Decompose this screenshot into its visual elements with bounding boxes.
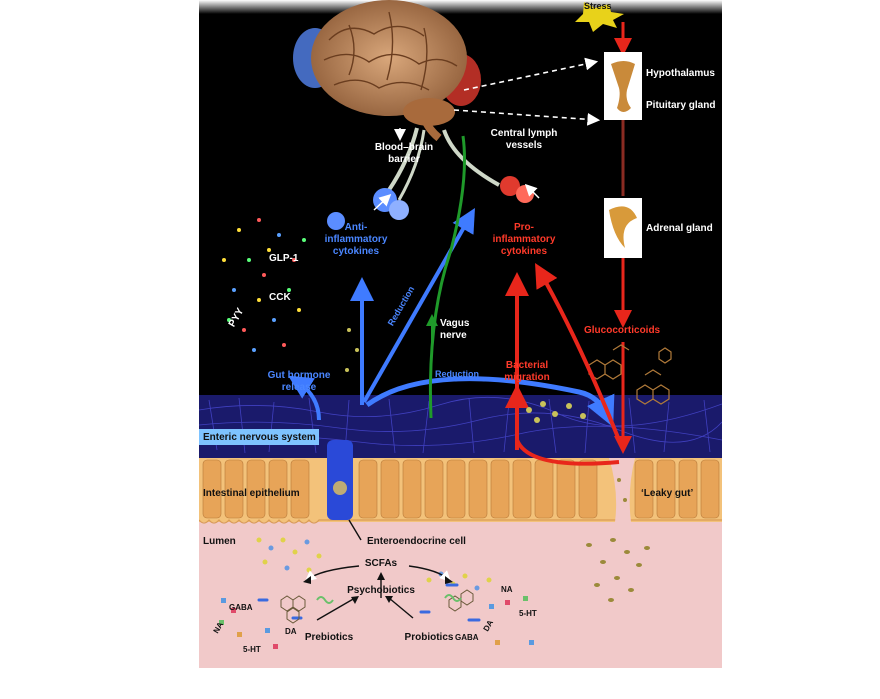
enteroendocrine-cell <box>327 440 353 520</box>
da-left-label: DA <box>285 627 297 636</box>
adrenal-gland-label: Adrenal gland <box>646 223 713 234</box>
vagus-nerve <box>428 135 466 419</box>
scfa-particles <box>256 537 492 591</box>
enteroendocrine-cell-label: Enteroendocrine cell <box>367 536 466 547</box>
probiotics-label: Probiotics <box>404 632 454 643</box>
gaba-left-label: GABA <box>229 603 253 612</box>
psychobiotics-label: Psychobiotics <box>347 585 415 596</box>
5ht-left-label: 5-HT <box>243 645 261 654</box>
bacterial-migration-label: Bacterial migration <box>504 360 550 383</box>
gut-hormone-release-label: Gut hormone release <box>267 370 331 393</box>
anti-inflammatory-cytokines-label: Anti- inflammatory cytokines <box>324 222 388 257</box>
stress-label: Stress <box>584 1 612 11</box>
stress-burst <box>575 2 624 32</box>
prebiotics-label: Prebiotics <box>304 632 354 643</box>
leaky-gut-label: ‘Leaky gut’ <box>641 488 694 499</box>
glucocorticoids-label: Glucocorticoids <box>584 325 661 336</box>
pituitary-gland-label: Pituitary gland <box>646 100 716 111</box>
hypothalamus-label: Hypothalamus <box>646 68 715 79</box>
5ht-right-label: 5-HT <box>519 609 537 618</box>
intestinal-epithelium-label: Intestinal epithelium <box>203 488 300 499</box>
na-right-label: NA <box>501 585 513 594</box>
diagram-artwork <box>199 0 722 668</box>
enteric-nervous-system-label: Enteric nervous system <box>203 432 316 443</box>
gut-brain-axis-diagram: Stress Hypothalamus Pituitary gland Adre… <box>199 0 722 668</box>
brain <box>293 0 481 142</box>
scfas-label: SCFAs <box>364 558 398 569</box>
blood-brain-barrier-label: Blood–brain barrier <box>374 142 434 165</box>
gaba-right-label: GABA <box>455 633 479 642</box>
gut-hormone-molecules <box>222 218 306 352</box>
reduction-label-horizontal: Reduction <box>435 369 479 379</box>
vagus-nerve-label: Vagus nerve <box>440 318 470 341</box>
lumen-label: Lumen <box>203 536 236 547</box>
central-lymph-vessels-label: Central lymph vessels <box>490 128 558 151</box>
glp1-label: GLP-1 <box>269 253 299 264</box>
enteric-nervous-system-band <box>199 395 722 460</box>
cck-label: CCK <box>269 292 291 303</box>
pro-inflammatory-cytokines-label: Pro- inflammatory cytokines <box>492 222 556 257</box>
